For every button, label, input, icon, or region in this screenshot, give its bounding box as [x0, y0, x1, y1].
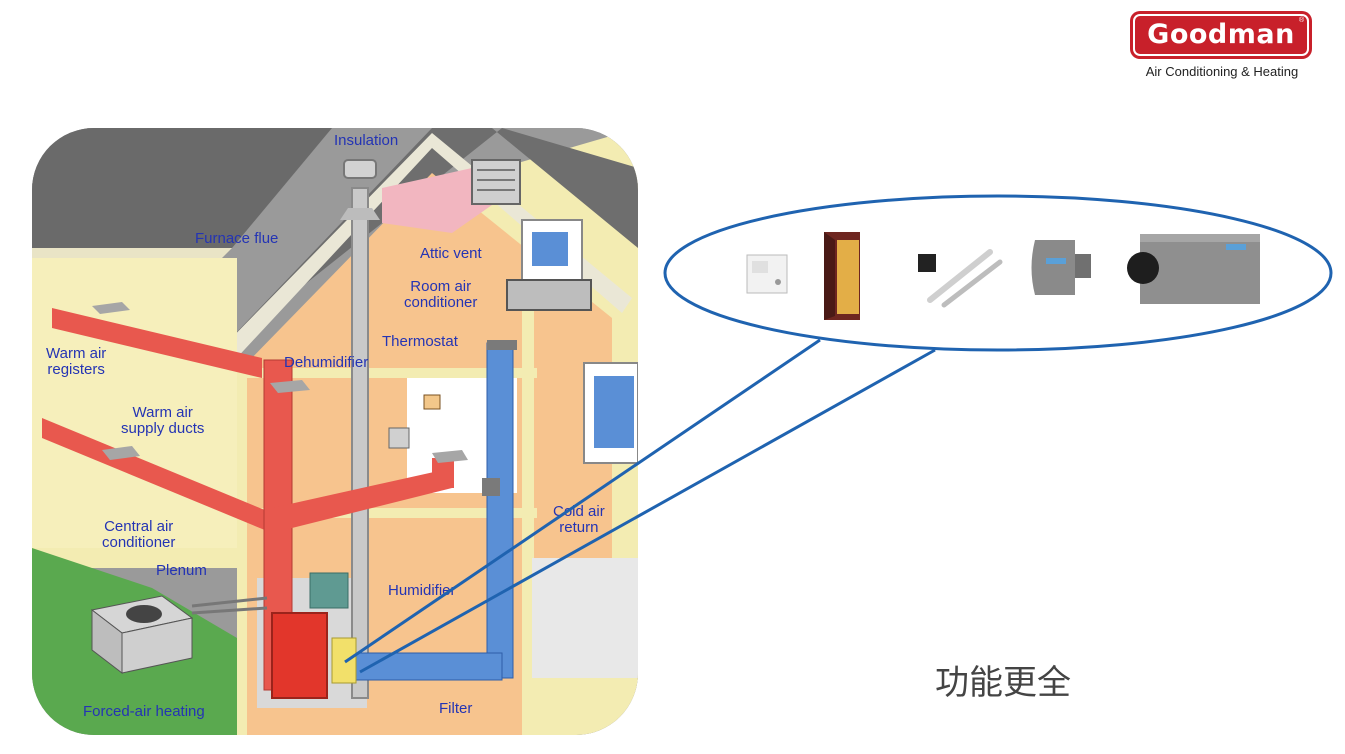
- air-cleaner-icon: [824, 232, 860, 320]
- label-central-ac: Central air conditioner: [102, 518, 176, 551]
- brand-logo: Goodman ® Air Conditioning & Heating: [1133, 14, 1311, 84]
- logo-badge: Goodman ®: [1133, 14, 1309, 56]
- house-cutaway-drawing: [32, 128, 638, 735]
- callout-pointer-line-2: [359, 348, 936, 674]
- label-warm-air-registers: Warm air registers: [46, 345, 107, 378]
- uv-lamp-icon: [918, 249, 1003, 308]
- dehumidifier-icon: [1127, 234, 1260, 304]
- label-humidifier: Humidifier: [388, 582, 456, 599]
- label-room-ac: Room air conditioner: [404, 278, 478, 311]
- label-plenum: Plenum: [156, 562, 207, 579]
- logo-wordmark: Goodman: [1147, 19, 1295, 50]
- label-attic-vent: Attic vent: [420, 245, 482, 262]
- slide-caption: 功能更全: [935, 663, 1071, 703]
- label-filter: Filter: [439, 700, 473, 717]
- label-forced-air-heating: Forced-air heating: [83, 703, 205, 720]
- registered-mark-icon: ®: [1299, 17, 1305, 24]
- label-dehumidifier: Dehumidifier: [284, 354, 369, 371]
- thermostat-icon: [746, 254, 788, 294]
- label-thermostat: Thermostat: [382, 333, 458, 350]
- humidifier-icon: [1031, 240, 1091, 295]
- house-illustration: Insulation Furnace flue Attic vent Room …: [32, 128, 638, 735]
- label-furnace-flue: Furnace flue: [195, 230, 279, 247]
- label-insulation: Insulation: [334, 132, 399, 149]
- label-warm-air-supply-ducts: Warm air supply ducts: [121, 404, 205, 437]
- callout-pointer-line-1: [344, 338, 821, 664]
- logo-tagline: Air Conditioning & Heating: [1145, 64, 1299, 79]
